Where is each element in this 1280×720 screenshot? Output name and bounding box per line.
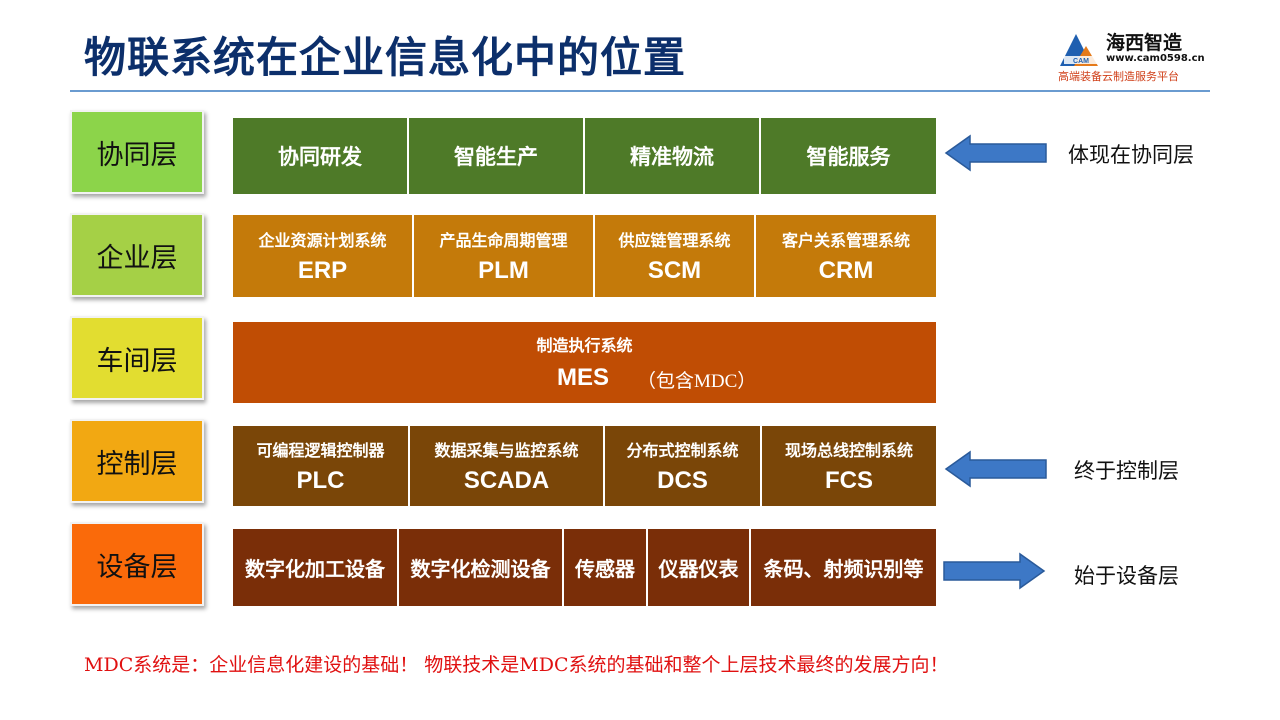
enterprise-row: 企业资源计划系统 ERP 产品生命周期管理 PLM 供应链管理系统 SCM 客户… [233, 215, 936, 297]
cell-abbr: FCS [825, 467, 873, 494]
cell-sub: 现场总线控制系统 [784, 441, 913, 460]
cell-sub: 供应链管理系统 [618, 231, 731, 250]
cell-sub: 客户关系管理系统 [781, 231, 910, 250]
cell-sub: 可编程逻辑控制器 [256, 441, 385, 460]
layer-label-enterprise: 企业层 [70, 213, 204, 297]
cell-abbr: CRM [818, 257, 874, 284]
enterprise-cell: 供应链管理系统 SCM [595, 215, 756, 297]
device-cell: 条码、射频识别等 [751, 529, 936, 606]
logo-slogan: 高端装备云制造服务平台 [1058, 70, 1179, 83]
logo-mark-icon: CAM [1060, 34, 1098, 66]
arrow-left-icon [944, 134, 1047, 172]
title-divider [70, 90, 1210, 92]
cell-sub: 数据采集与监控系统 [434, 441, 579, 460]
logo-url: www.cam0598.cn [1106, 53, 1205, 64]
control-cell: 现场总线控制系统 FCS [762, 426, 936, 506]
arrow-right-icon [943, 552, 1046, 590]
device-cell: 数字化加工设备 [233, 529, 399, 606]
cell-abbr: PLM [478, 257, 529, 284]
cell-abbr: ERP [297, 257, 348, 284]
cell-label: 数字化加工设备 [245, 557, 385, 581]
cell-label: 条码、射频识别等 [763, 557, 924, 581]
page-title: 物联系统在企业信息化中的位置 [84, 33, 687, 82]
control-cell: 数据采集与监控系统 SCADA [410, 426, 605, 506]
cell-label: 智能服务 [806, 145, 891, 169]
logo-name: 海西智造 [1106, 32, 1183, 54]
cell-label: 协同研发 [278, 145, 362, 169]
workshop-row: 制造执行系统 MES （包含MDC） [233, 322, 936, 403]
collab-row: 协同研发 智能生产 精准物流 智能服务 [233, 118, 936, 194]
cell-label: 仪器仪表 [658, 557, 739, 581]
mes-abbr: MES [557, 364, 610, 391]
cell-label: 传感器 [575, 557, 635, 581]
enterprise-cell: 客户关系管理系统 CRM [756, 215, 936, 297]
layer-label-workshop: 车间层 [70, 316, 204, 400]
side-note-device: 始于设备层 [1074, 564, 1179, 588]
device-cell: 传感器 [564, 529, 648, 606]
enterprise-cell: 产品生命周期管理 PLM [414, 215, 595, 297]
arrow-left-icon [944, 450, 1047, 488]
cell-label: 精准物流 [630, 145, 714, 169]
cell-sub: 分布式控制系统 [626, 441, 739, 460]
enterprise-cell: 企业资源计划系统 ERP [233, 215, 414, 297]
cell-abbr: SCADA [463, 467, 550, 494]
control-cell: 分布式控制系统 DCS [605, 426, 762, 506]
layer-label-collab: 协同层 [70, 110, 204, 194]
collab-cell: 智能服务 [761, 118, 936, 194]
cell-label: 数字化检测设备 [410, 557, 551, 581]
device-row: 数字化加工设备 数字化检测设备 传感器 仪器仪表 条码、射频识别等 [233, 529, 936, 606]
side-note-collab: 体现在协同层 [1068, 143, 1194, 167]
collab-cell: 精准物流 [585, 118, 761, 194]
cell-abbr: SCM [647, 257, 702, 284]
collab-cell: 协同研发 [233, 118, 409, 194]
cell-sub: 企业资源计划系统 [258, 231, 387, 250]
cell-sub: 产品生命周期管理 [439, 231, 568, 250]
layer-label-device: 设备层 [70, 522, 204, 606]
mes-note: （包含MDC） [637, 371, 757, 392]
device-cell: 仪器仪表 [648, 529, 751, 606]
cell-abbr: DCS [657, 467, 708, 494]
mes-sub: 制造执行系统 [536, 336, 633, 355]
control-cell: 可编程逻辑控制器 PLC [233, 426, 410, 506]
company-logo: CAM 海西智造 www.cam0598.cn 高端装备云制造服务平台 [1058, 28, 1218, 84]
footer-note: MDC系统是：企业信息化建设的基础！ 物联技术是MDC系统的基础和整个上层技术最… [84, 654, 949, 676]
cell-abbr: PLC [296, 467, 345, 494]
logo-mark-text: CAM [1073, 58, 1089, 65]
collab-cell: 智能生产 [409, 118, 585, 194]
cell-label: 智能生产 [454, 145, 538, 169]
side-note-control: 终于控制层 [1074, 459, 1179, 483]
layer-label-control: 控制层 [70, 419, 204, 503]
device-cell: 数字化检测设备 [399, 529, 564, 606]
control-row: 可编程逻辑控制器 PLC 数据采集与监控系统 SCADA 分布式控制系统 DCS… [233, 426, 936, 506]
